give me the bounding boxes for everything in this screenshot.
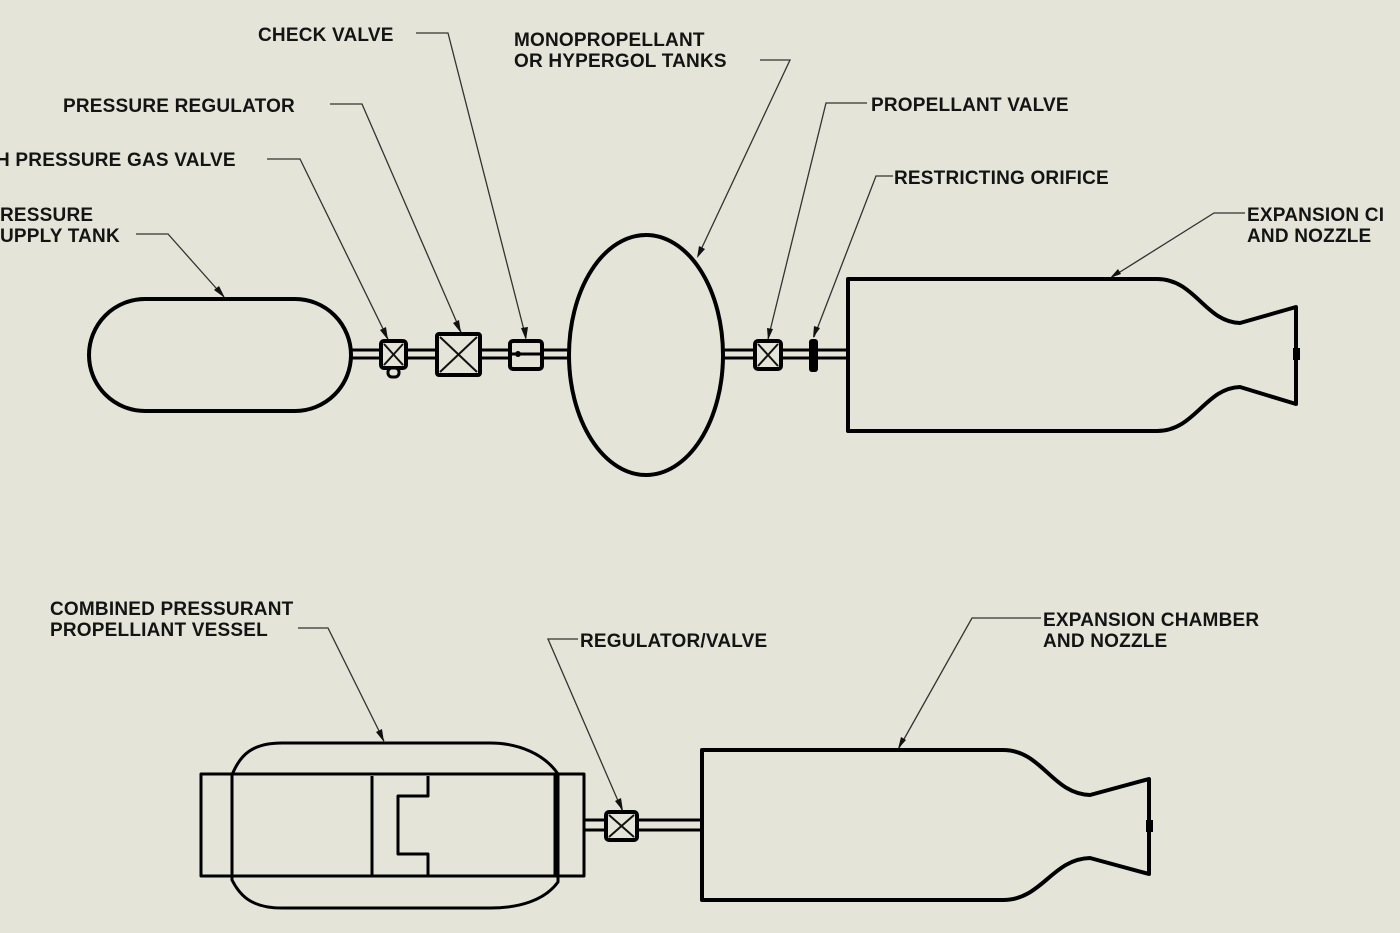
label-restricting-orifice: RESTRICTING ORIFICE (813, 168, 1109, 338)
high-pressure-gas-valve (379, 339, 408, 379)
label-regulator-valve: REGULATOR/VALVE (547, 631, 767, 811)
expansion-chamber-nozzle-bottom (700, 748, 1153, 902)
label-text: AND NOZZLE (1043, 631, 1167, 652)
restricting-orifice (809, 339, 818, 372)
top-system: CHECK VALVE PRESSURE REGULATOR H PRESSUR… (0, 25, 1384, 477)
label-propellant-tanks: MONOPROPELLANT OR HYPERGOL TANKS (514, 30, 792, 258)
label-combined-vessel: COMBINED PRESSURANT PROPELLIANT VESSEL (50, 599, 385, 742)
label-expansion-chamber-bottom: EXPANSION CHAMBER AND NOZZLE (898, 610, 1259, 749)
pressure-regulator (435, 332, 482, 377)
propellant-valve (753, 339, 783, 371)
label-text: RESTRICTING ORIFICE (894, 168, 1109, 189)
label-text: UPPLY TANK (0, 226, 120, 247)
label-text: AND NOZZLE (1247, 226, 1371, 247)
label-pressure-supply-tank: RESSURE UPPLY TANK (0, 205, 225, 298)
check-valve (508, 339, 544, 371)
label-propellant-valve: PROPELLANT VALVE (767, 95, 1069, 340)
pressure-supply-tank (87, 297, 353, 413)
combined-vessel (199, 741, 586, 910)
label-expansion-chamber-top: EXPANSION CI AND NOZZLE (1110, 205, 1384, 278)
label-text: PROPELLANT VALVE (871, 95, 1069, 116)
label-text: RESSURE (0, 205, 93, 226)
label-text: PROPELLIANT VESSEL (50, 620, 268, 641)
label-text: EXPANSION CHAMBER (1043, 610, 1259, 631)
label-text: MONOPROPELLANT (514, 30, 705, 51)
label-text: COMBINED PRESSURANT (50, 599, 294, 620)
feed-line (584, 818, 700, 832)
label-text: EXPANSION CI (1247, 205, 1384, 226)
label-pressure-regulator: PRESSURE REGULATOR (63, 96, 462, 333)
propellant-tank (567, 233, 725, 477)
regulator-valve (604, 810, 639, 842)
propellant-line (723, 348, 850, 360)
label-high-pressure-gas-valve: H PRESSURE GAS VALVE (0, 150, 389, 340)
bottom-system: COMBINED PRESSURANT PROPELLIANT VESSEL R… (50, 599, 1259, 910)
label-text: REGULATOR/VALVE (580, 631, 767, 652)
label-text: H PRESSURE GAS VALVE (0, 150, 236, 171)
expansion-chamber-nozzle-top (846, 277, 1300, 433)
label-text: OR HYPERGOL TANKS (514, 51, 727, 72)
label-text: CHECK VALVE (258, 25, 394, 46)
label-check-valve: CHECK VALVE (258, 25, 528, 340)
label-text: PRESSURE REGULATOR (63, 96, 295, 117)
